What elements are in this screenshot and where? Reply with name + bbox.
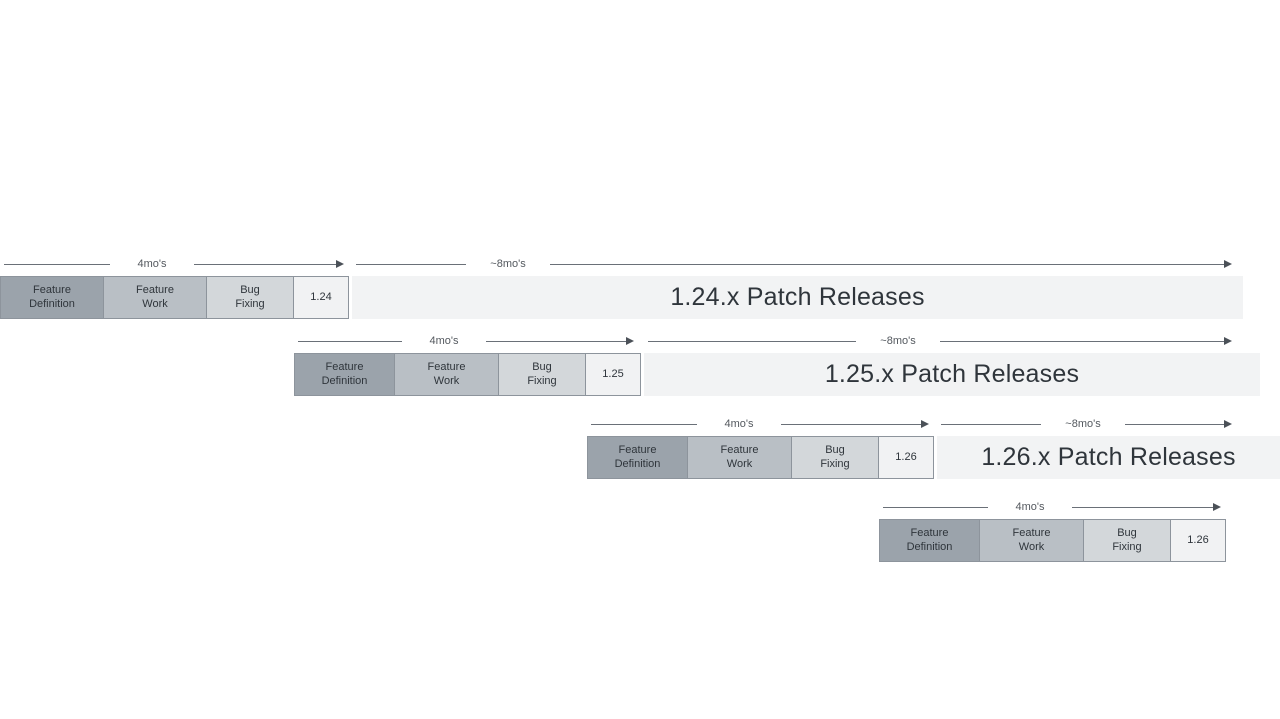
dev-duration-dimension: 4mo's [883,499,1221,517]
dev-duration-dimension-line-right [194,264,337,265]
patch-duration-dimension-label: ~8mo's [1065,418,1101,430]
version-label: 1.25 [602,367,624,380]
patch-release-band: 1.25.x Patch Releases [644,353,1260,396]
version-label: 1.24 [310,290,332,303]
patch-duration-dimension-line-left [356,264,466,265]
patch-duration-dimension-line-right [940,341,1225,342]
phase-label-line1: Feature [427,361,466,374]
phase-label-line2: Work [433,374,460,387]
phase-label-line2: Work [142,297,168,310]
version-label: 1.26 [1187,533,1209,546]
dev-duration-dimension-line-left [591,424,697,425]
dev-duration-dimension-line-right [781,424,922,425]
dev-duration-dimension-line-left [4,264,110,265]
dev-duration-dimension-label: 4mo's [137,258,167,270]
phase-label-line1: Feature [33,284,71,297]
dev-duration-dimension-label: 4mo's [429,335,459,347]
dev-duration-dimension-arrow-icon [921,420,929,428]
patch-release-band: 1.26.x Patch Releases [937,436,1280,479]
patch-duration-dimension-line-right [550,264,1225,265]
dev-duration-dimension: 4mo's [298,333,634,351]
dev-duration-dimension: 4mo's [591,416,929,434]
phase-label-line2: Work [1018,540,1045,553]
phase-label-line1: Feature [1012,527,1051,540]
phase-label-line1: Bug [1117,527,1137,540]
dev-duration-dimension-arrow-icon [1213,503,1221,511]
phase-label-line2: Definition [29,297,75,310]
patch-duration-dimension-label: ~8mo's [490,258,526,270]
phase-label-line1: Feature [325,361,364,374]
dev-duration-dimension-label: 4mo's [1015,501,1045,513]
phase-box-version[interactable]: 1.25 [585,353,641,396]
phase-label-line1: Feature [720,444,759,457]
phase-label-line2: Fixing [235,297,265,310]
patch-duration-dimension-arrow-icon [1224,260,1232,268]
phase-label-line2: Definition [321,374,368,387]
patch-duration-dimension: ~8mo's [648,333,1232,351]
phase-box-version[interactable]: 1.24 [293,276,349,319]
phase-label-line2: Work [726,457,753,470]
phase-label-line2: Fixing [820,457,850,470]
dev-duration-dimension-label: 4mo's [724,418,754,430]
phase-label-line1: Feature [136,284,174,297]
dev-duration-dimension: 4mo's [4,256,344,274]
dev-duration-dimension-arrow-icon [626,337,634,345]
dev-duration-dimension-line-left [883,507,988,508]
phase-label-line1: Feature [618,444,657,457]
phase-label-line2: Fixing [527,374,557,387]
patch-release-band: 1.24.x Patch Releases [352,276,1243,319]
phase-label-line2: Fixing [1112,540,1142,553]
patch-duration-dimension-line-left [941,424,1041,425]
dev-duration-dimension-line-right [1072,507,1214,508]
patch-duration-dimension: ~8mo's [941,416,1232,434]
version-label: 1.26 [895,450,917,463]
patch-duration-dimension-arrow-icon [1224,420,1232,428]
patch-duration-dimension: ~8mo's [356,256,1232,274]
phase-box-version[interactable]: 1.26 [878,436,934,479]
phase-label-line1: Bug [532,361,552,374]
phase-label-line1: Feature [910,527,949,540]
dev-duration-dimension-line-right [486,341,627,342]
phase-label-line2: Definition [906,540,953,553]
patch-duration-dimension-line-left [648,341,856,342]
phase-label-line2: Definition [614,457,661,470]
patch-duration-dimension-arrow-icon [1224,337,1232,345]
patch-release-label: 1.26.x Patch Releases [981,443,1236,471]
patch-duration-dimension-line-right [1125,424,1225,425]
phase-label-line1: Bug [825,444,845,457]
phase-label-line1: Bug [240,284,260,297]
dev-duration-dimension-line-left [298,341,402,342]
patch-release-label: 1.25.x Patch Releases [824,360,1080,388]
patch-duration-dimension-label: ~8mo's [880,335,916,347]
dev-duration-dimension-arrow-icon [336,260,344,268]
patch-release-label: 1.24.x Patch Releases [670,283,925,311]
phase-box-version[interactable]: 1.26 [1170,519,1226,562]
